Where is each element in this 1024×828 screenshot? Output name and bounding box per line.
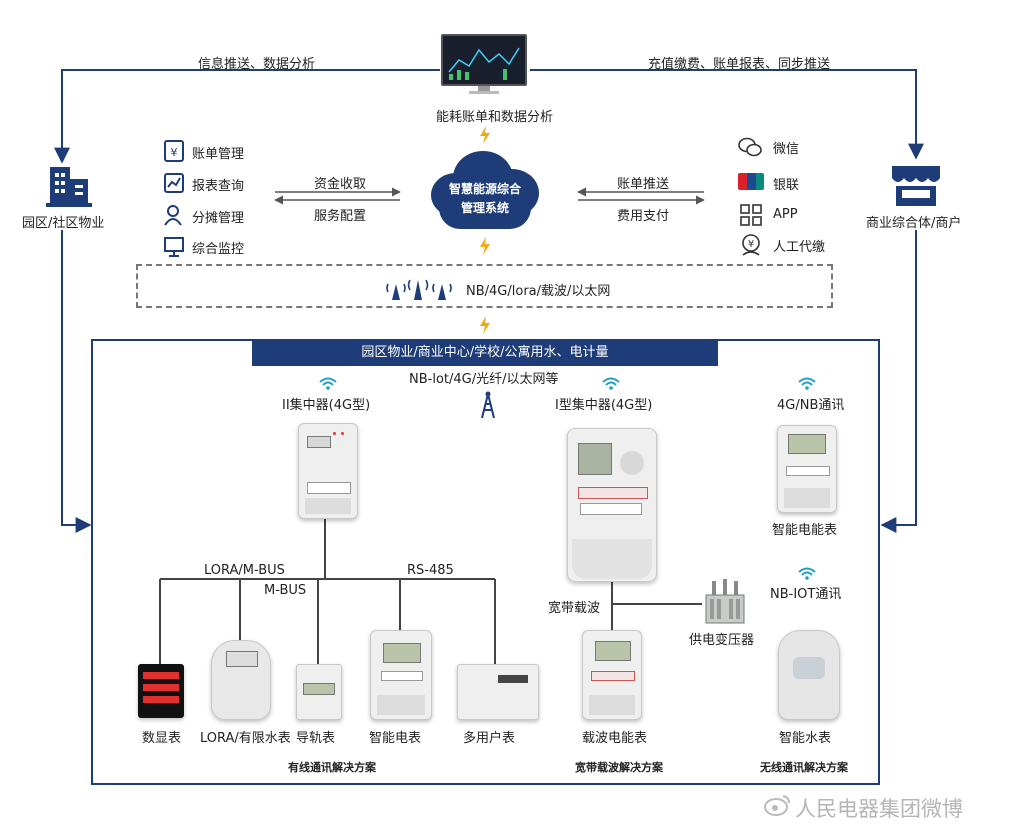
payment-label: 人工代缴 [773, 240, 826, 255]
cloud-system [427, 147, 543, 235]
building-icon [46, 167, 92, 207]
unionpay-icon [738, 173, 764, 190]
wifi-icon [602, 377, 620, 390]
cloud-label-line1: 智慧能源综合 [448, 182, 521, 196]
transformer-icon [705, 579, 745, 624]
solution-wireless: 无线通讯解决方案 [760, 761, 848, 774]
bus-label-lora: LORA/M-BUS [204, 563, 285, 578]
function-label: 账单管理 [192, 147, 245, 162]
watermark: 人民电器集团微博 [795, 797, 963, 821]
payment-label: 微信 [773, 142, 800, 157]
wifi-icon [319, 377, 337, 390]
left-party-label: 园区/社区物业 [22, 216, 105, 231]
smart-water-meter-device [778, 630, 840, 720]
network-label: NB/4G/lora/载波/以太网 [466, 284, 611, 299]
wifi-icon [798, 377, 816, 390]
digital-meter-device [138, 664, 184, 718]
concentrator-i-device [567, 428, 657, 582]
bus-label-rs485: RS-485 [407, 563, 454, 578]
function-label: 报表查询 [192, 179, 245, 194]
monitor-label: 能耗账单和数据分析 [436, 110, 554, 125]
carrier-meter-device [582, 630, 642, 720]
function-label: 综合监控 [192, 242, 245, 257]
manual-pay-icon: ¥ [742, 234, 760, 256]
smart-energy-meter-device [777, 425, 837, 513]
device-label-lora-water: LORA/有限水表 [200, 731, 291, 746]
concentrator-label-left: II集中器(4G型) [282, 398, 371, 413]
lightning-icon [480, 237, 490, 255]
cloud-label-line2: 管理系统 [460, 201, 509, 215]
flow-label-fee-payment: 费用支付 [617, 209, 670, 224]
transformer-label: 供电变压器 [689, 633, 755, 648]
rail-meter-device [296, 664, 342, 720]
svg-text:¥: ¥ [171, 146, 178, 159]
wechat-icon [738, 137, 762, 157]
banner: 园区物业/商业中心/学校/公寓用水、电计量 [252, 340, 718, 366]
right-party-label: 商业综合体/商户 [866, 216, 962, 231]
left-flow-label: 信息推送、数据分析 [198, 57, 316, 72]
flow-label-fund-collection: 资金收取 [314, 177, 367, 192]
lightning-icon [480, 126, 490, 144]
multi-user-meter-device [457, 664, 539, 720]
lora-water-meter-device [211, 640, 271, 720]
payment-label: 银联 [773, 178, 800, 193]
concentrator-label-right: 4G/NB通讯 [777, 398, 845, 413]
nbiot-label: NB-IOT通讯 [770, 587, 842, 602]
antenna-icon [386, 279, 452, 300]
device-label-digital: 数显表 [142, 731, 182, 746]
report-icon [164, 173, 184, 193]
network-band [136, 264, 833, 308]
solution-wired: 有线通讯解决方案 [288, 761, 376, 774]
weibo-logo-icon [764, 795, 790, 816]
payment-label: APP [773, 207, 798, 222]
concentrator-label-mid: I型集中器(4G型) [555, 398, 653, 413]
monitor-icon [164, 237, 184, 257]
flow-label-service-config: 服务配置 [314, 209, 367, 224]
analytics-monitor-icon [441, 34, 527, 94]
wifi-icon [798, 567, 816, 580]
right-flow-label: 充值缴费、账单报表、同步推送 [648, 57, 831, 72]
concentrator-ii-device [298, 423, 358, 519]
svg-text:¥: ¥ [748, 239, 754, 250]
device-label-smart-meter: 智能电表 [369, 731, 422, 746]
bill-icon: ¥ [164, 140, 184, 162]
smart-energy-meter-label: 智能电能表 [772, 523, 838, 538]
solution-broadband: 宽带载波解决方案 [575, 761, 663, 774]
device-label-multi-user: 多用户表 [463, 731, 516, 746]
bus-label-mbus: M-BUS [264, 583, 307, 598]
smart-meter-device [370, 630, 432, 720]
app-icon [740, 204, 762, 226]
signal-tower-icon [481, 391, 495, 419]
device-label-rail: 导轨表 [296, 731, 336, 746]
user-share-icon [164, 205, 182, 226]
carrier-label: 宽带载波 [548, 601, 601, 616]
lightning-icon [480, 316, 490, 334]
shop-icon [892, 166, 940, 206]
flow-label-bill-push: 账单推送 [617, 177, 670, 192]
device-label-carrier-meter: 载波电能表 [582, 731, 648, 746]
function-label: 分摊管理 [192, 211, 245, 226]
device-label-smart-water: 智能水表 [779, 731, 832, 746]
subnet-label: NB-lot/4G/光纤/以太网等 [409, 372, 559, 387]
cloud-label: 智慧能源综合 管理系统 [427, 180, 543, 218]
